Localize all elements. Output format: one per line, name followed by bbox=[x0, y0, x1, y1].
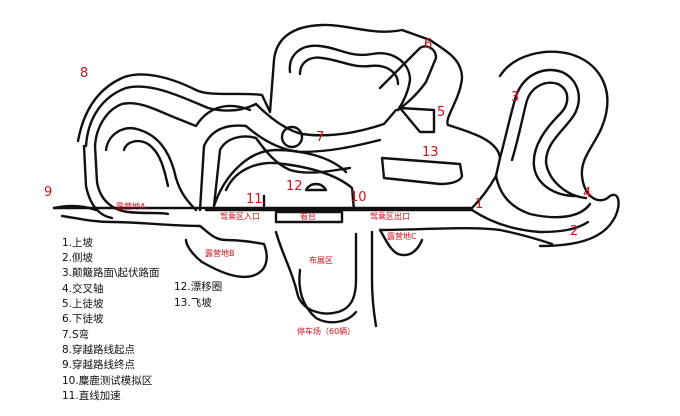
legend-item: 13.飞坡 bbox=[174, 297, 212, 309]
outer-left-track bbox=[76, 23, 502, 178]
legend-item: 2.侧坡 bbox=[62, 252, 94, 264]
legend-item: 4.交叉轴 bbox=[62, 283, 104, 295]
mid-track bbox=[254, 102, 398, 137]
legend-item: 11.直线加速 bbox=[62, 390, 121, 402]
parking-road-left bbox=[298, 268, 358, 324]
camp-c-label: 露营地C bbox=[387, 232, 417, 241]
left-loop-b bbox=[122, 139, 170, 188]
left-entry bbox=[52, 204, 98, 212]
centre-loop bbox=[224, 161, 356, 212]
parking-road-right bbox=[370, 230, 378, 328]
left-inner-track-3 bbox=[93, 144, 170, 216]
legend-item: 7.S弯 bbox=[62, 329, 90, 341]
stage-block bbox=[274, 210, 344, 224]
legend-item: 1.上坡 bbox=[62, 237, 94, 249]
expo-label: 布展区 bbox=[309, 256, 333, 265]
marker-11: 11 bbox=[246, 192, 263, 207]
marker-6: 6 bbox=[424, 37, 433, 52]
upper-inner-loop bbox=[288, 44, 412, 112]
left-exit bbox=[60, 214, 202, 228]
upper-right-link bbox=[378, 45, 438, 112]
right-lower-curve bbox=[494, 174, 592, 219]
camp-b-label: 露营地B bbox=[205, 249, 235, 258]
legend-item: 6.下徒坡 bbox=[62, 313, 104, 325]
entrance-label: 驾乘区入口 bbox=[220, 212, 260, 221]
s-bend-island bbox=[280, 125, 304, 149]
marker-5: 5 bbox=[437, 105, 446, 120]
right-bottom-link bbox=[378, 227, 554, 246]
marker-10: 10 bbox=[350, 190, 367, 205]
camp-a-label: 露营地A bbox=[116, 202, 146, 211]
campB-road bbox=[184, 224, 268, 279]
flying-slope bbox=[380, 156, 464, 186]
marker-1: 1 bbox=[475, 197, 484, 212]
right-s-curve-inner bbox=[510, 81, 578, 198]
legend-item: 5.上徒坡 bbox=[62, 298, 104, 310]
main-straight-top bbox=[52, 174, 498, 210]
marker-4: 4 bbox=[583, 186, 592, 201]
right-s-curve-outer bbox=[498, 50, 620, 248]
right-lower-curve-2 bbox=[470, 208, 590, 234]
legend-item: 12.漂移圈 bbox=[174, 281, 223, 293]
left-inner-track bbox=[84, 85, 258, 148]
campC-road bbox=[378, 228, 424, 257]
marker-9: 9 bbox=[44, 185, 53, 200]
marker-2: 2 bbox=[570, 224, 579, 239]
centre-left-vertical-2 bbox=[212, 135, 258, 208]
left-inner-track-2 bbox=[93, 102, 252, 148]
centre-left-vertical bbox=[198, 124, 248, 212]
legend-item: 3.颠簸路面\起伏路面 bbox=[62, 267, 160, 279]
exit-label: 驾乘区出口 bbox=[370, 212, 410, 221]
expo-left-road bbox=[274, 230, 358, 315]
parking-label: 停车场（60辆） bbox=[297, 327, 356, 336]
right-s-curve bbox=[498, 68, 588, 200]
legend-item: 9.穿越路线终点 bbox=[62, 359, 136, 371]
stage-label: 看台 bbox=[300, 212, 316, 221]
legend-item: 10.麋鹿测试模拟区 bbox=[62, 375, 153, 387]
left-bottom-track bbox=[82, 144, 114, 220]
marker-8: 8 bbox=[80, 66, 89, 81]
drift-circle bbox=[304, 182, 328, 192]
left-loop-a bbox=[104, 127, 198, 212]
legend-item: 8.穿越路线起点 bbox=[62, 344, 136, 356]
upper-inner-loop-2 bbox=[298, 56, 400, 86]
marker-3: 3 bbox=[511, 90, 520, 105]
mid-track-3 bbox=[254, 136, 352, 174]
centre-loop-2 bbox=[212, 148, 348, 208]
marker-13: 13 bbox=[422, 145, 439, 160]
marker-7: 7 bbox=[316, 130, 325, 145]
upper-right-triangle bbox=[398, 106, 436, 134]
marker-12: 12 bbox=[286, 179, 303, 194]
